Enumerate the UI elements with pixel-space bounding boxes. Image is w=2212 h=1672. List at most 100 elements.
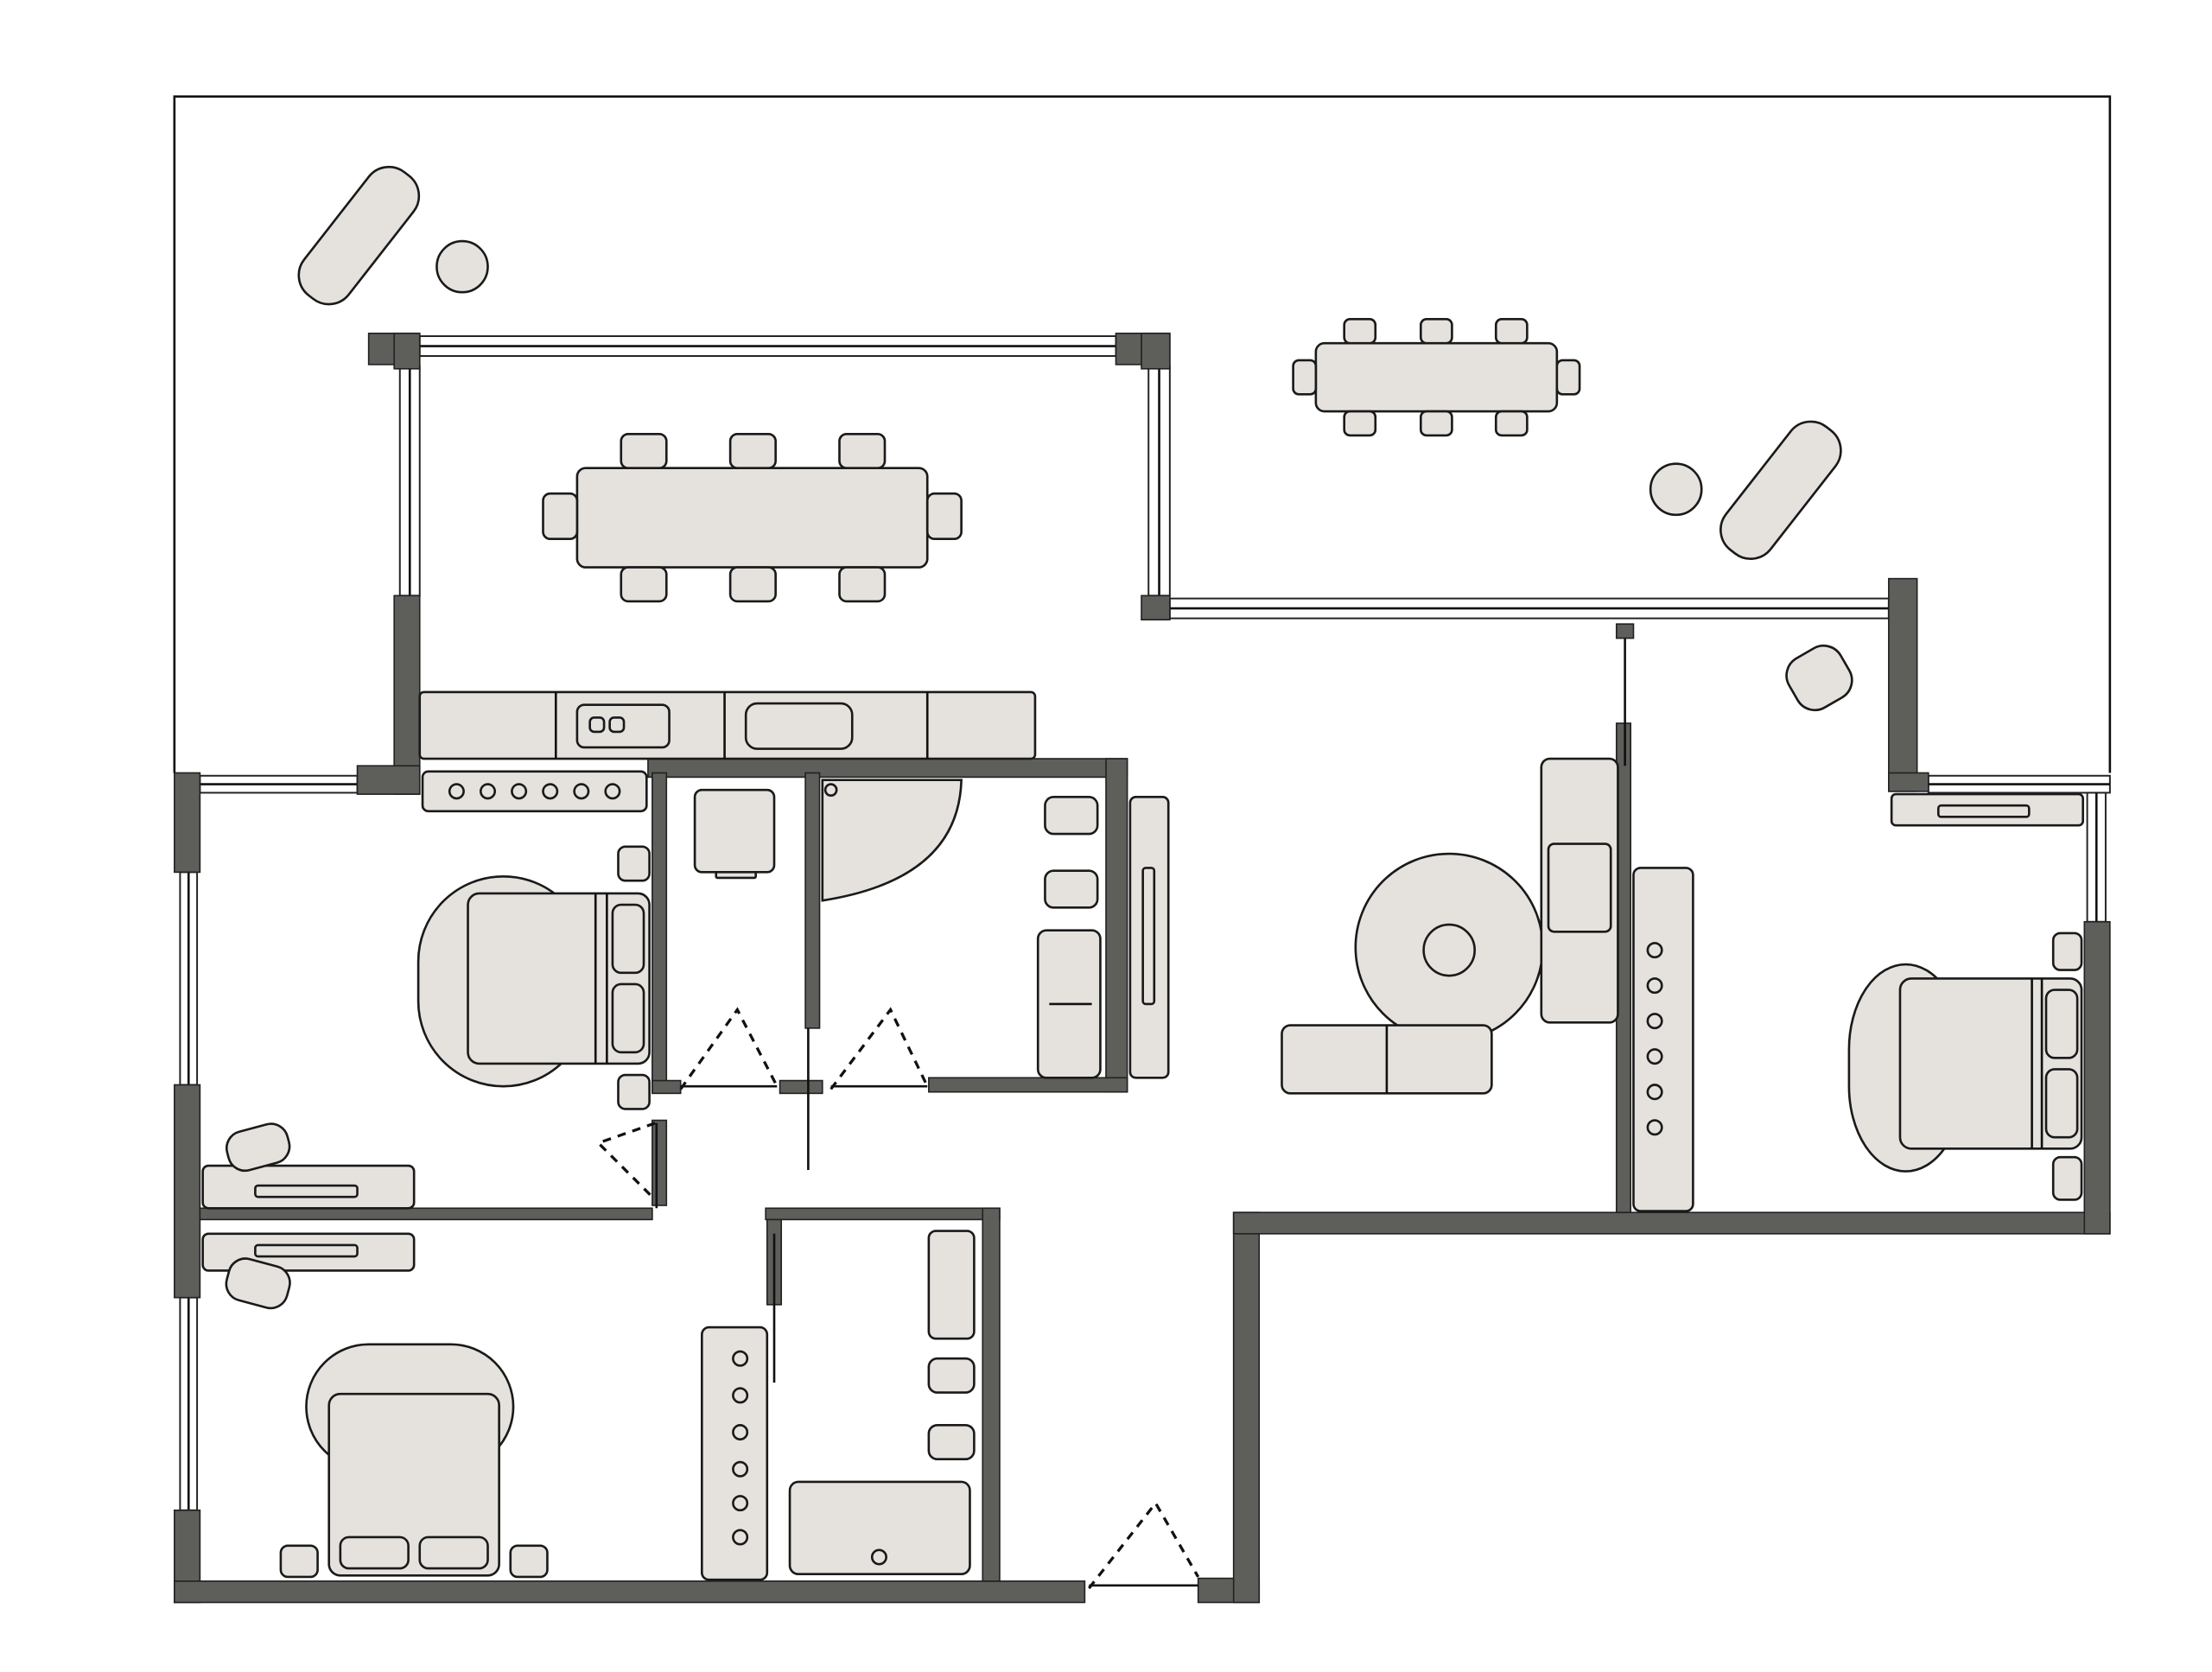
dining-table [1314,341,1559,413]
chair [1343,318,1377,345]
nightstand [2051,1155,2083,1201]
nightstand [2051,931,2083,971]
wall [928,1077,1128,1093]
knob [511,783,528,800]
chair [620,566,668,603]
wall [779,1079,823,1095]
dining-table [575,467,929,569]
knob [732,1350,749,1367]
tv-unit [1632,867,1694,1212]
wall [1232,1211,2111,1235]
knob [1646,977,1663,995]
knob [448,783,465,800]
wall [1105,758,1128,1093]
wall [174,1580,1086,1604]
knob [1646,1013,1663,1030]
bed [327,1392,500,1577]
pillow [2044,1068,2079,1139]
knob [604,783,621,800]
desk-chair [225,1257,291,1310]
chair [1343,410,1377,437]
wall [804,772,821,1029]
chair [1494,410,1529,437]
side-table [435,239,489,294]
terrace-boundary [173,95,2112,773]
door-swing [679,1007,779,1090]
chair [1419,410,1453,437]
pillow [339,1535,410,1570]
bidet [927,1424,976,1461]
counter-with-knobs [421,770,648,813]
door-swings [595,638,1626,1590]
wall [2083,920,2111,1235]
knob [1646,1119,1663,1136]
nightstand [617,845,651,882]
armchair [1785,644,1853,712]
wall [393,332,421,370]
sofa-seat [1547,842,1612,933]
door-swing [830,1007,929,1090]
wall [765,1207,1001,1221]
knob [732,1424,749,1441]
nightstand [617,1073,651,1110]
chair [1494,318,1529,345]
knob [732,1495,749,1512]
bathtub [788,1480,971,1575]
chair [728,566,777,603]
knob [542,783,559,800]
lounge-chair [297,165,421,306]
chair [542,492,579,541]
toilet [927,1357,976,1394]
windows [179,335,2111,1511]
burner [608,716,626,734]
wardrobe-handle [1141,867,1156,1006]
chair [1555,359,1581,396]
drain [870,1548,887,1566]
chair [838,566,887,603]
knob [573,783,590,800]
wall [647,758,1128,779]
chair [925,492,963,541]
pillow [611,903,645,975]
walls [174,332,2111,1604]
wall [1232,1211,1261,1604]
knob [1646,1084,1663,1101]
burner [588,716,606,734]
knob [732,1529,749,1546]
furniture [201,165,2084,1581]
knob [732,1460,749,1478]
shelf [1044,796,1099,836]
lounge-chair [1719,420,1842,561]
wall [652,1079,682,1095]
toilet [1044,869,1099,909]
drawer-handle [254,1184,359,1198]
knob [732,1387,749,1404]
nightstand [509,1544,549,1579]
pillow [418,1535,489,1570]
wall [174,1084,201,1299]
wall [1141,332,1171,370]
coffee-table [1422,923,1476,977]
bed [467,892,651,1065]
wall [982,1207,1001,1582]
drawer-handle [254,1243,359,1258]
drawer-handle [1936,804,2031,818]
wall [1615,623,1635,639]
side-table [1649,462,1703,517]
desk-chair [225,1122,291,1173]
knob [1646,1048,1663,1065]
wall [393,594,421,795]
wall [1141,594,1171,621]
pillow [2044,989,2079,1059]
knob [479,783,497,800]
wall [174,772,201,874]
washing-machine [693,788,776,874]
knob [1646,942,1663,959]
kitchen-counter [418,690,1037,760]
chair [838,432,887,469]
wall [356,765,421,795]
kitchen-sink [744,702,854,750]
wall [652,1119,668,1206]
door-swing [595,1122,657,1201]
